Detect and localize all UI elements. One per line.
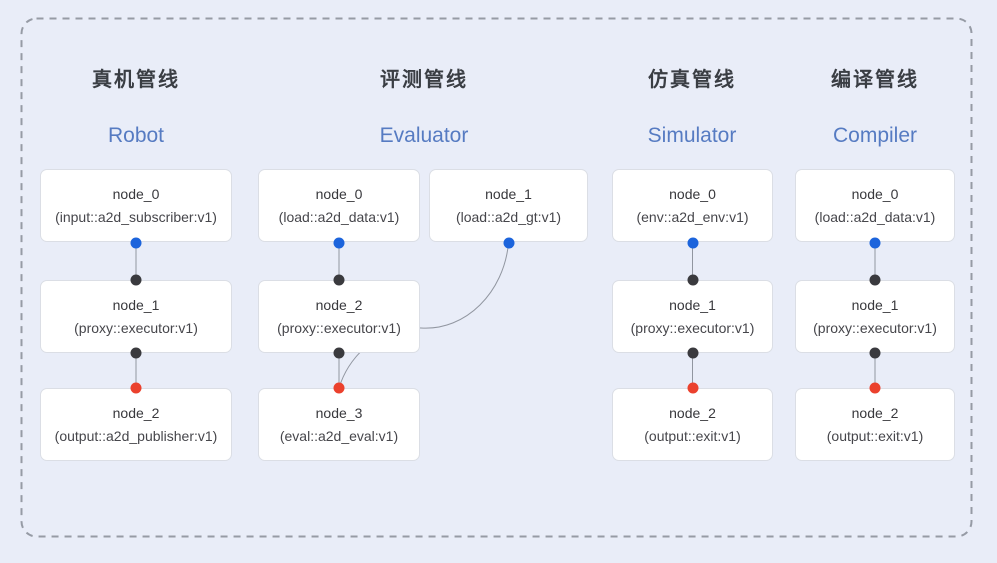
node-card: node_2 (output::exit:v1) bbox=[795, 388, 955, 461]
node-spec: (proxy::executor:v1) bbox=[630, 319, 755, 336]
node-card: node_0 (load::a2d_data:v1) bbox=[795, 169, 955, 242]
node-spec: (proxy::executor:v1) bbox=[74, 319, 198, 336]
pipeline-zh-title-robot: 真机管线 bbox=[92, 69, 180, 91]
node-spec: (proxy::executor:v1) bbox=[277, 319, 401, 336]
output-port-blue-dot bbox=[687, 237, 698, 248]
node-name: node_1 bbox=[485, 186, 532, 203]
input-port-black-dot bbox=[687, 274, 698, 286]
node-spec: (proxy::executor:v1) bbox=[813, 319, 937, 336]
output-port-black-dot bbox=[130, 347, 142, 359]
node-card: node_1 (load::a2d_gt:v1) bbox=[429, 169, 588, 242]
node-spec: (input::a2d_subscriber:v1) bbox=[55, 208, 217, 225]
pipeline-en-title-simulator: Simulator bbox=[647, 124, 737, 147]
node-name: node_0 bbox=[851, 186, 899, 203]
node-name: node_2 bbox=[669, 405, 716, 422]
node-card: node_1 (proxy::executor:v1) bbox=[795, 280, 955, 353]
node-spec: (output::exit:v1) bbox=[644, 427, 741, 444]
output-port-black-dot bbox=[333, 347, 345, 359]
output-port-blue-dot bbox=[130, 237, 142, 248]
node-card: node_2 (proxy::executor:v1) bbox=[258, 280, 420, 353]
node-name: node_0 bbox=[669, 186, 716, 203]
node-name: node_1 bbox=[112, 297, 160, 314]
output-port-black-dot bbox=[687, 347, 698, 359]
output-port-blue-dot bbox=[869, 237, 881, 248]
node-spec: (env::a2d_env:v1) bbox=[636, 208, 749, 225]
node-card: node_2 (output::a2d_publisher:v1) bbox=[40, 388, 232, 461]
node-name: node_3 bbox=[315, 405, 363, 422]
node-spec: (output::exit:v1) bbox=[826, 427, 924, 444]
pipeline-en-title-evaluator: Evaluator bbox=[379, 124, 469, 147]
node-card: node_1 (proxy::executor:v1) bbox=[40, 280, 232, 353]
input-port-red-dot bbox=[130, 382, 142, 394]
edge-curve bbox=[339, 242, 509, 386]
output-port-blue-dot bbox=[333, 237, 345, 248]
node-card: node_0 (load::a2d_data:v1) bbox=[258, 169, 420, 242]
pipeline-zh-title-compiler: 编译管线 bbox=[831, 69, 919, 91]
input-port-black-dot bbox=[130, 274, 142, 286]
input-port-red-dot bbox=[687, 382, 698, 394]
node-name: node_1 bbox=[851, 297, 899, 314]
node-card: node_0 (input::a2d_subscriber:v1) bbox=[40, 169, 232, 242]
node-spec: (eval::a2d_eval:v1) bbox=[279, 427, 399, 444]
node-name: node_2 bbox=[112, 405, 160, 422]
node-name: node_2 bbox=[851, 405, 899, 422]
node-spec: (load::a2d_gt:v1) bbox=[455, 208, 562, 225]
input-port-black-dot bbox=[869, 274, 881, 286]
pipeline-en-title-robot: Robot bbox=[107, 124, 165, 147]
node-spec: (load::a2d_data:v1) bbox=[814, 208, 936, 225]
dashed-boundary bbox=[20, 17, 973, 538]
node-spec: (load::a2d_data:v1) bbox=[278, 208, 400, 225]
node-name: node_0 bbox=[112, 186, 160, 203]
input-port-black-dot bbox=[333, 274, 345, 286]
input-port-red-dot bbox=[333, 382, 345, 394]
node-spec: (output::a2d_publisher:v1) bbox=[54, 427, 218, 444]
node-name: node_0 bbox=[315, 186, 363, 203]
node-name: node_2 bbox=[315, 297, 363, 314]
output-port-black-dot bbox=[869, 347, 881, 359]
node-card: node_1 (proxy::executor:v1) bbox=[612, 280, 773, 353]
node-name: node_1 bbox=[669, 297, 716, 314]
output-port-blue-dot bbox=[503, 237, 514, 248]
pipeline-zh-title-evaluator: 评测管线 bbox=[380, 69, 468, 91]
input-port-red-dot bbox=[869, 382, 881, 394]
node-card: node_3 (eval::a2d_eval:v1) bbox=[258, 388, 420, 461]
node-card: node_0 (env::a2d_env:v1) bbox=[612, 169, 773, 242]
pipeline-zh-title-simulator: 仿真管线 bbox=[648, 69, 736, 91]
pipeline-en-title-compiler: Compiler bbox=[832, 124, 918, 147]
node-card: node_2 (output::exit:v1) bbox=[612, 388, 773, 461]
